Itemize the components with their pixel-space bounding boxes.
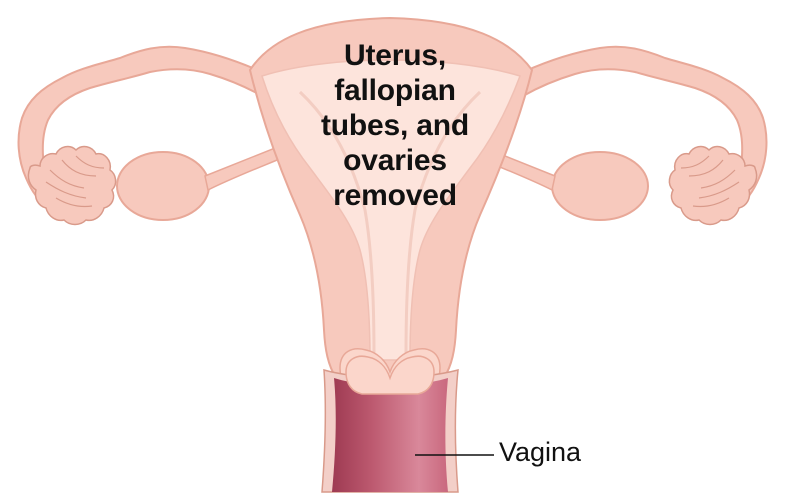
left-fimbriae-lines: [45, 155, 105, 208]
removed-organs-label: Uterus, fallopian tubes, and ovaries rem…: [320, 39, 469, 212]
right-fimbriae-lines: [680, 155, 740, 208]
left-ovarian-ligament: [204, 144, 283, 192]
cervix-overlay: [345, 355, 435, 395]
uterine-cavity: [261, 59, 521, 361]
left-ovary: [116, 151, 210, 221]
vagina-canal: [332, 378, 448, 492]
left-fimbriae: [27, 145, 117, 226]
right-fimbriae: [668, 145, 758, 226]
cavity-inner-right: [404, 90, 482, 356]
vagina-label: Vagina: [499, 437, 582, 467]
cavity-inner-left: [298, 90, 376, 356]
right-ovary: [551, 151, 649, 221]
